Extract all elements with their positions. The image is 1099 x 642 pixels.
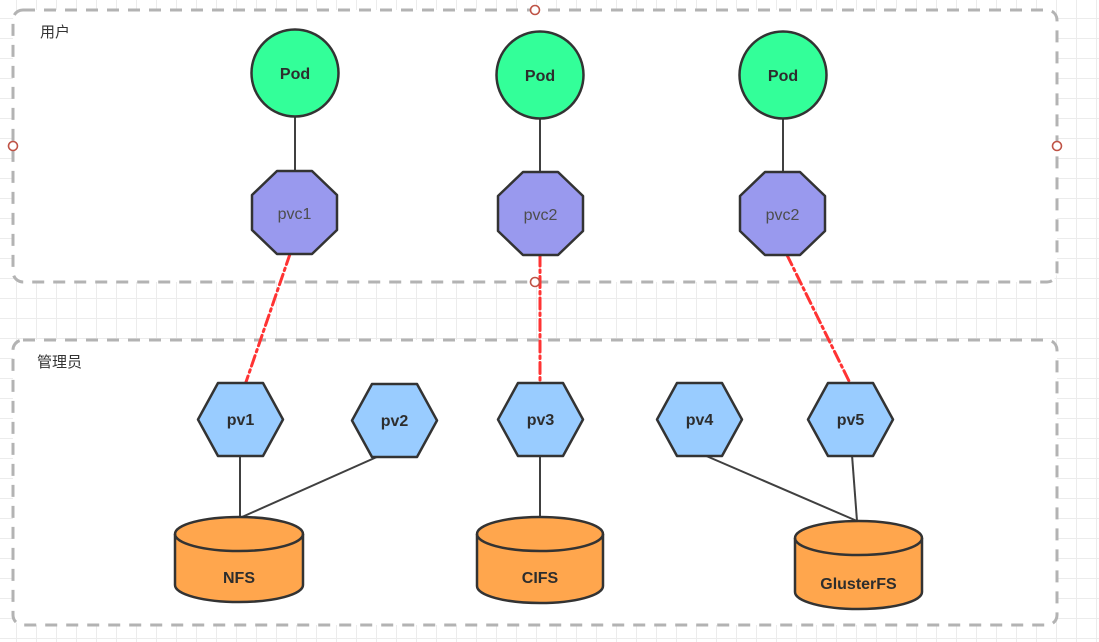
- pvc-label: pvc2: [524, 207, 558, 224]
- edge-pv2-nfs[interactable]: [241, 451, 389, 518]
- pod-node-1[interactable]: Pod: [250, 28, 340, 118]
- connection-point-right[interactable]: [1051, 140, 1063, 152]
- cylinder-top-arc: [793, 537, 924, 557]
- pv-node-1[interactable]: pv1: [196, 381, 285, 458]
- pod-label: Pod: [525, 68, 555, 85]
- pvc-node-2[interactable]: pvc2: [496, 170, 585, 257]
- pod-node-3[interactable]: Pod: [738, 30, 828, 120]
- pvc-octagon[interactable]: [738, 170, 827, 257]
- pv-node-3[interactable]: pv3: [496, 381, 585, 458]
- storage-label: GlusterFS: [820, 576, 897, 593]
- pv-node-5[interactable]: pv5: [806, 381, 895, 458]
- connection-point-bottom[interactable]: [529, 276, 541, 288]
- pv-hexagon[interactable]: [655, 381, 744, 458]
- storage-node-glusterfs[interactable]: GlusterFS: [793, 519, 924, 611]
- storage-node-nfs[interactable]: NFS: [173, 515, 305, 604]
- pv-label: pv3: [527, 412, 555, 429]
- pod-node-2[interactable]: Pod: [495, 30, 585, 120]
- connection-point-top[interactable]: [529, 4, 541, 16]
- edge-pvc2b-pv5-binding[interactable]: [785, 253, 851, 383]
- storage-cylinder[interactable]: [793, 519, 924, 611]
- pv-hexagon[interactable]: [350, 382, 439, 459]
- pvc-label: pvc1: [278, 206, 312, 223]
- storage-cylinder[interactable]: [475, 515, 605, 605]
- pv-hexagon[interactable]: [496, 381, 585, 458]
- connection-point-left[interactable]: [7, 140, 19, 152]
- pv-node-2[interactable]: pv2: [350, 382, 439, 459]
- pv-label: pv4: [686, 412, 714, 429]
- pod-circle[interactable]: [495, 30, 585, 120]
- cylinder-top-arc: [173, 533, 305, 553]
- pod-label: Pod: [280, 66, 310, 83]
- storage-cylinder[interactable]: [173, 515, 305, 604]
- edge-pvc1-pv1-binding[interactable]: [244, 252, 292, 384]
- pv-label: pv5: [837, 412, 865, 429]
- pod-circle[interactable]: [250, 28, 340, 118]
- edge-pv4-glusterfs[interactable]: [703, 454, 858, 522]
- pv-hexagon[interactable]: [196, 381, 285, 458]
- storage-label: NFS: [223, 570, 255, 587]
- pvc-node-1[interactable]: pvc1: [250, 169, 339, 256]
- storage-label: CIFS: [522, 570, 559, 587]
- user-group-label: 用户: [40, 24, 70, 41]
- pod-circle[interactable]: [738, 30, 828, 120]
- pvc-octagon[interactable]: [496, 170, 585, 257]
- admin-group-label: 管理员: [37, 354, 82, 371]
- pv-label: pv2: [381, 413, 409, 430]
- pv-label: pv1: [227, 412, 255, 429]
- pvc-label: pvc2: [766, 207, 800, 224]
- pod-label: Pod: [768, 68, 798, 85]
- edge-pv5-glusterfs[interactable]: [851, 454, 858, 522]
- pvc-node-3[interactable]: pvc2: [738, 170, 827, 257]
- storage-node-cifs[interactable]: CIFS: [475, 515, 605, 605]
- cylinder-top-arc: [475, 533, 605, 553]
- pv-node-4[interactable]: pv4: [655, 381, 744, 458]
- pvc-octagon[interactable]: [250, 169, 339, 256]
- pv-hexagon[interactable]: [806, 381, 895, 458]
